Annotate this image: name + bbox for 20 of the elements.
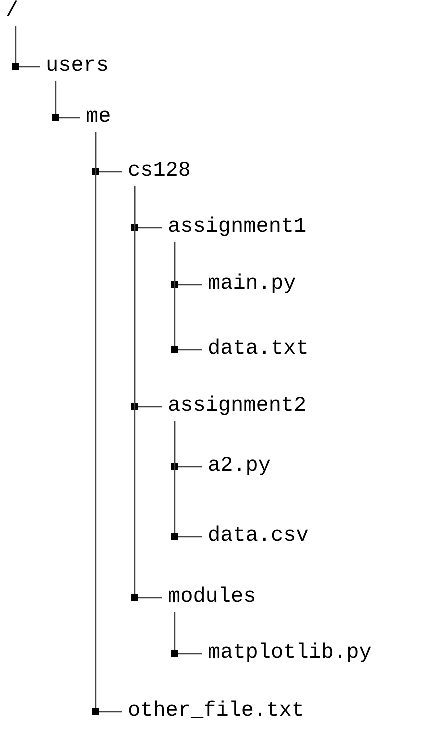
tree-connector bbox=[132, 186, 162, 602]
tree-entry: cs128 bbox=[128, 159, 192, 185]
tree-entry: assignment2 bbox=[168, 394, 307, 420]
tree-entry: modules bbox=[168, 585, 256, 611]
tree-connector bbox=[172, 612, 202, 658]
tree-entry: data.csv bbox=[208, 524, 309, 550]
tree-entry: data.txt bbox=[208, 337, 309, 363]
tree-connector bbox=[52, 81, 80, 122]
tree-connector bbox=[172, 242, 202, 354]
tree-connector bbox=[12, 26, 40, 70]
tree-connector bbox=[92, 132, 122, 716]
tree-entry: main.py bbox=[208, 272, 296, 298]
tree-entry: users bbox=[46, 54, 110, 80]
tree-connector bbox=[172, 421, 202, 540]
tree-entry: / bbox=[6, 0, 19, 25]
tree-entry: other_file.txt bbox=[128, 699, 304, 725]
tree-entry: matplotlib.py bbox=[208, 641, 372, 667]
tree-entry: me bbox=[86, 105, 112, 131]
tree-entry: a2.py bbox=[208, 454, 272, 480]
tree-entry: assignment1 bbox=[168, 215, 307, 241]
